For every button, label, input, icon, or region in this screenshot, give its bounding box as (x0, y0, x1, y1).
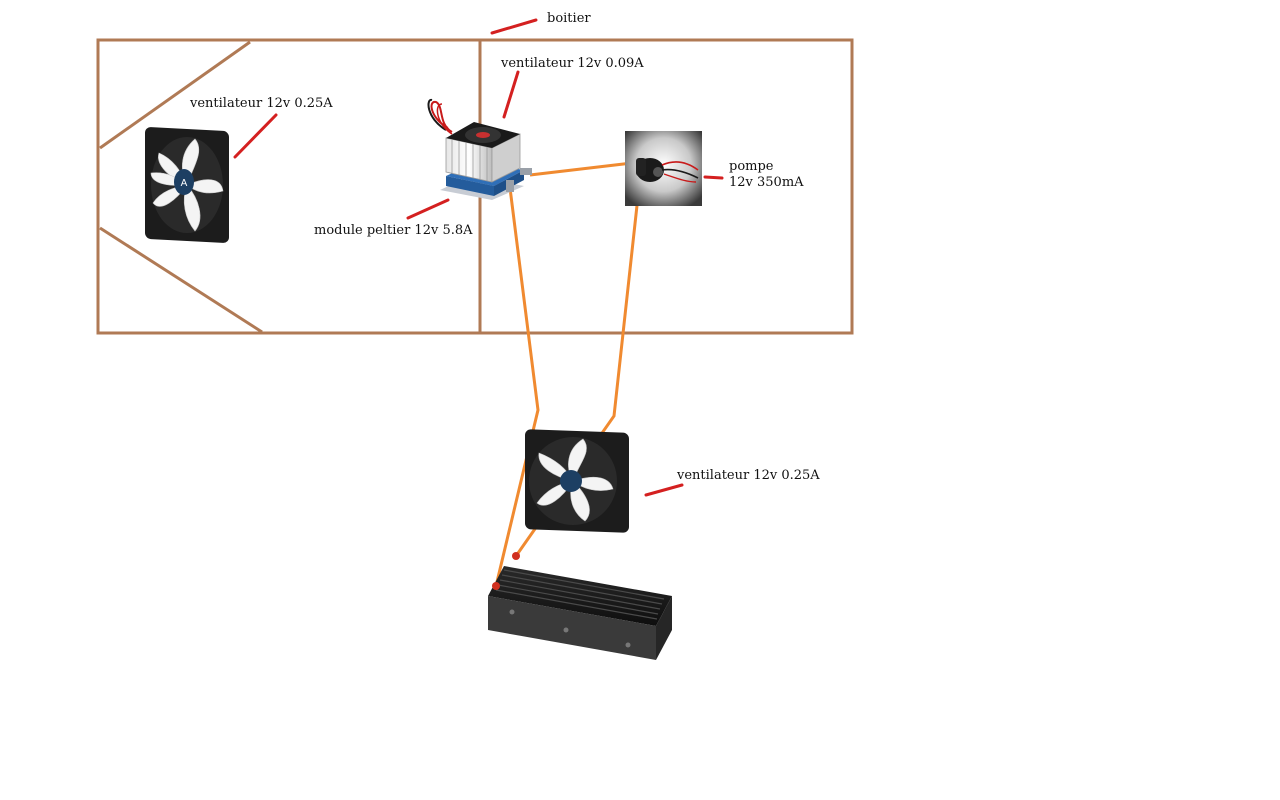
peltier-module-icon (427, 99, 532, 200)
label-pump-spec: 12v 350mA (729, 175, 804, 190)
label-pump-name: pompe (729, 159, 774, 174)
radiator-icon (488, 552, 672, 660)
leader-lines (233, 18, 724, 497)
label-case-fan: ventilateur 12v 0.25A (189, 96, 333, 111)
leader-pump (703, 175, 724, 180)
leader-small-fan (502, 70, 520, 119)
leader-case-fan (233, 113, 278, 159)
leader-enclosure (490, 18, 538, 35)
pump-icon (625, 131, 702, 206)
radiator-fan-icon (525, 429, 629, 533)
labels: boitier ventilateur 12v 0.09A ventilateu… (189, 11, 820, 483)
leader-peltier (406, 198, 450, 220)
enclosure-diagonal-top (99, 40, 251, 150)
label-enclosure: boitier (547, 11, 591, 26)
label-small-fan: ventilateur 12v 0.09A (500, 56, 644, 71)
label-peltier: module peltier 12v 5.8A (314, 223, 473, 238)
enclosure-diagonal-bottom (99, 226, 263, 334)
case-fan-icon: A (145, 127, 229, 243)
leader-radiator-fan (644, 483, 684, 497)
enclosure (96, 38, 854, 335)
tube-peltier-to-pump (529, 161, 633, 177)
tube-peltier-to-radiator (494, 187, 540, 587)
label-radiator-fan: ventilateur 12v 0.25A (676, 468, 820, 483)
enclosure-outline (96, 38, 854, 335)
svg-text:A: A (181, 178, 188, 189)
